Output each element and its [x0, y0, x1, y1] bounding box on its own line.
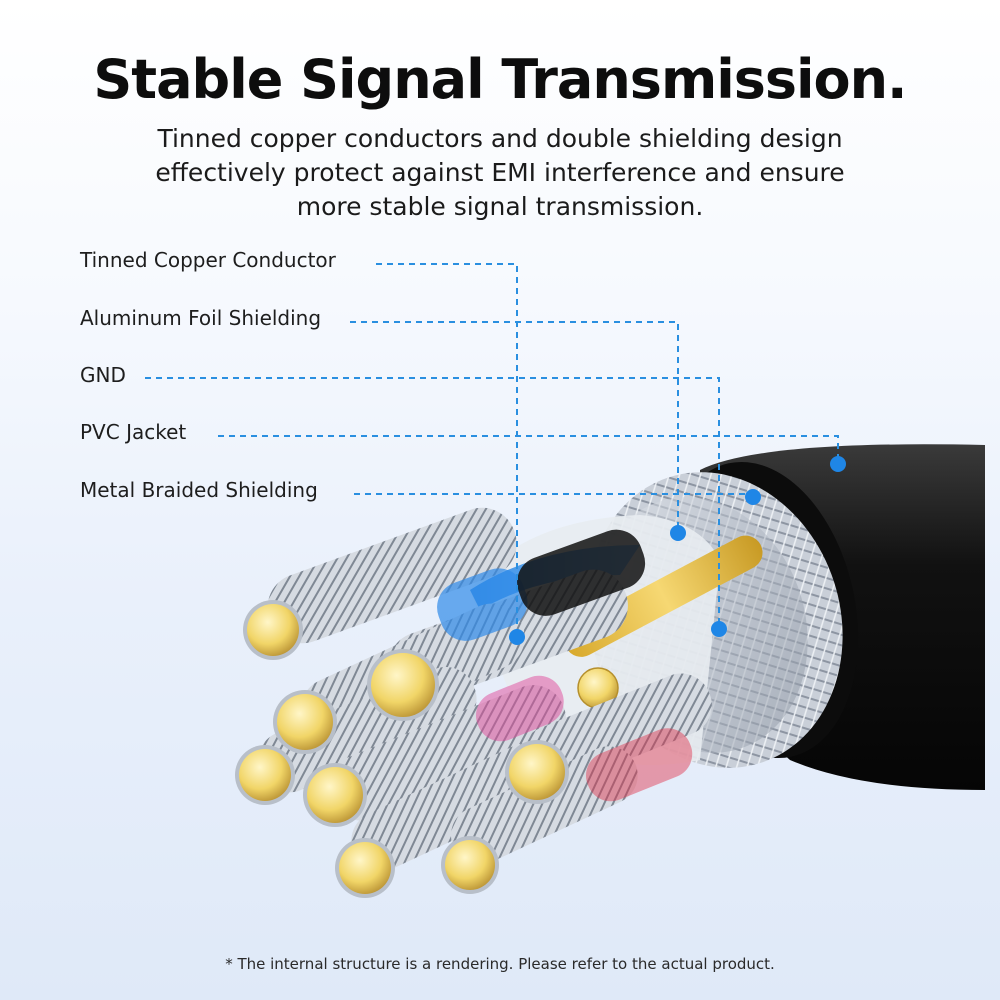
leader-line-gnd: [145, 377, 720, 628]
label-aluminum-foil-shielding: Aluminum Foil Shielding: [80, 306, 322, 330]
marker-dot-gnd: [711, 621, 727, 637]
disclaimer-note: * The internal structure is a rendering.…: [225, 955, 775, 973]
page-title: Stable Signal Transmission.: [93, 48, 907, 111]
leader-line-foil: [350, 321, 679, 532]
marker-dot-foil: [670, 525, 686, 541]
marker-dot-braid: [745, 489, 761, 505]
conductor-end: [303, 763, 367, 827]
conductor-end: [235, 745, 295, 805]
inner-wires: [258, 507, 712, 871]
conductor-end: [441, 836, 499, 894]
label-tinned-copper-conductor: Tinned Copper Conductor: [80, 248, 336, 272]
conductor-end: [335, 838, 395, 898]
marker-dot-conductor: [509, 629, 525, 645]
page-subtitle: Tinned copper conductors and double shie…: [155, 124, 845, 221]
conductor-end: [367, 649, 439, 721]
leader-line-jacket: [218, 435, 839, 463]
marker-dot-jacket: [830, 456, 846, 472]
leader-line-conductor: [376, 263, 518, 635]
marker-dots: [509, 456, 846, 645]
conductor-ends: [235, 600, 569, 898]
conductor-end: [243, 600, 303, 660]
label-gnd: GND: [80, 363, 126, 387]
conductor-end: [273, 690, 337, 754]
label-pvc-jacket: PVC Jacket: [80, 420, 187, 444]
label-metal-braided-shielding: Metal Braided Shielding: [80, 478, 318, 502]
conductor-end: [505, 740, 569, 804]
